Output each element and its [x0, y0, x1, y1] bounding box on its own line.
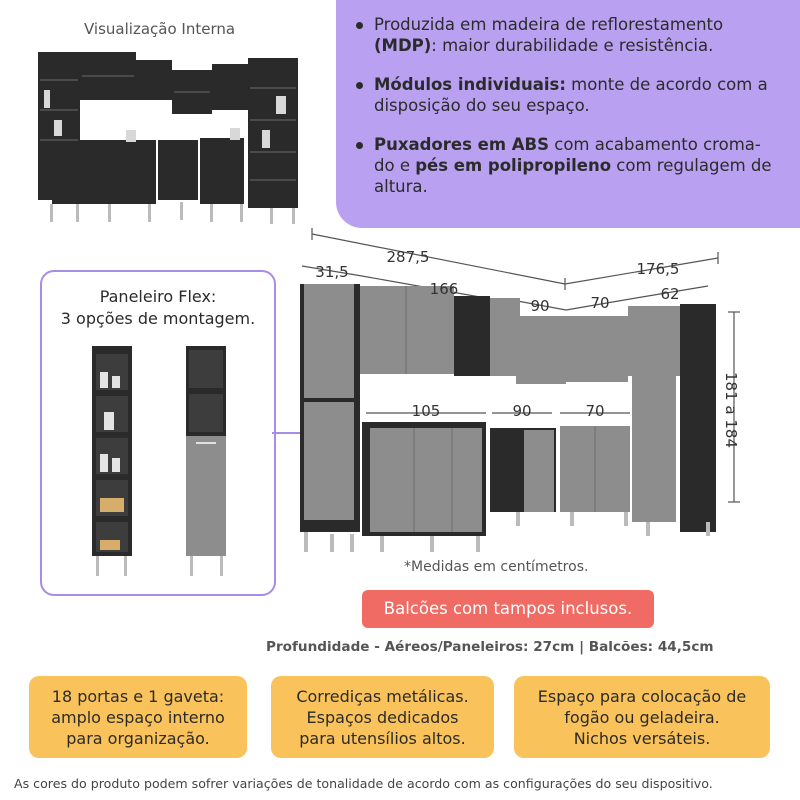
dim-left-section: 166 [430, 280, 459, 298]
paneleiro-flex-card: Paneleiro Flex: 3 opções de montagem. [40, 270, 276, 596]
upper-cabinet-left [360, 286, 454, 374]
counter-90 [524, 430, 554, 512]
internal-view-illustration [38, 52, 298, 224]
dim-total-width: 287,5 [387, 248, 430, 266]
features-panel: Produzida em madeira de reflorestamento … [336, 0, 800, 228]
dim-counter-105: 105 [412, 402, 441, 420]
preview-title: Visualização Interna [84, 20, 236, 38]
dim-height: 181 a 184 [722, 372, 740, 448]
paneleiro-options-illustration [92, 346, 226, 576]
dim-upper-62: 62 [660, 285, 679, 303]
tall-cabinet-right [632, 308, 676, 522]
feature-item-modules: Módulos individuais: monte de acordo com… [356, 74, 772, 116]
dim-right-width: 176,5 [637, 260, 680, 278]
kitchen-dimension-drawing: 287,5 176,5 31,5 166 90 70 62 105 90 70 … [300, 228, 740, 552]
color-disclaimer: As cores do produto podem sofrer variaçõ… [14, 776, 713, 791]
dim-counter-70: 70 [585, 402, 604, 420]
feature-item-handles: Puxadores em ABS com acabamento croma-do… [356, 135, 772, 196]
paneleiro-flex-title: Paneleiro Flex: 3 opções de montagem. [60, 287, 256, 328]
measurement-note: *Medidas em centímetros. [404, 559, 589, 575]
counter-105 [370, 428, 482, 532]
upper-corner-cabinet [516, 316, 566, 384]
feature-item-mdp: Produzida em madeira de reflorestamento … [356, 14, 772, 56]
dim-paneleiro: 31,5 [315, 263, 348, 281]
dim-upper-70: 70 [590, 294, 609, 312]
info-box-doors: 18 portas e 1 gaveta:amplo espaço intern… [29, 676, 247, 758]
depth-info: Profundidade - Aéreos/Paneleiros: 27cm |… [266, 639, 714, 655]
dim-corner-upper: 90 [530, 297, 549, 315]
countertops-banner: Balcões com tampos inclusos. [362, 590, 654, 628]
dim-counter-90: 90 [512, 402, 531, 420]
